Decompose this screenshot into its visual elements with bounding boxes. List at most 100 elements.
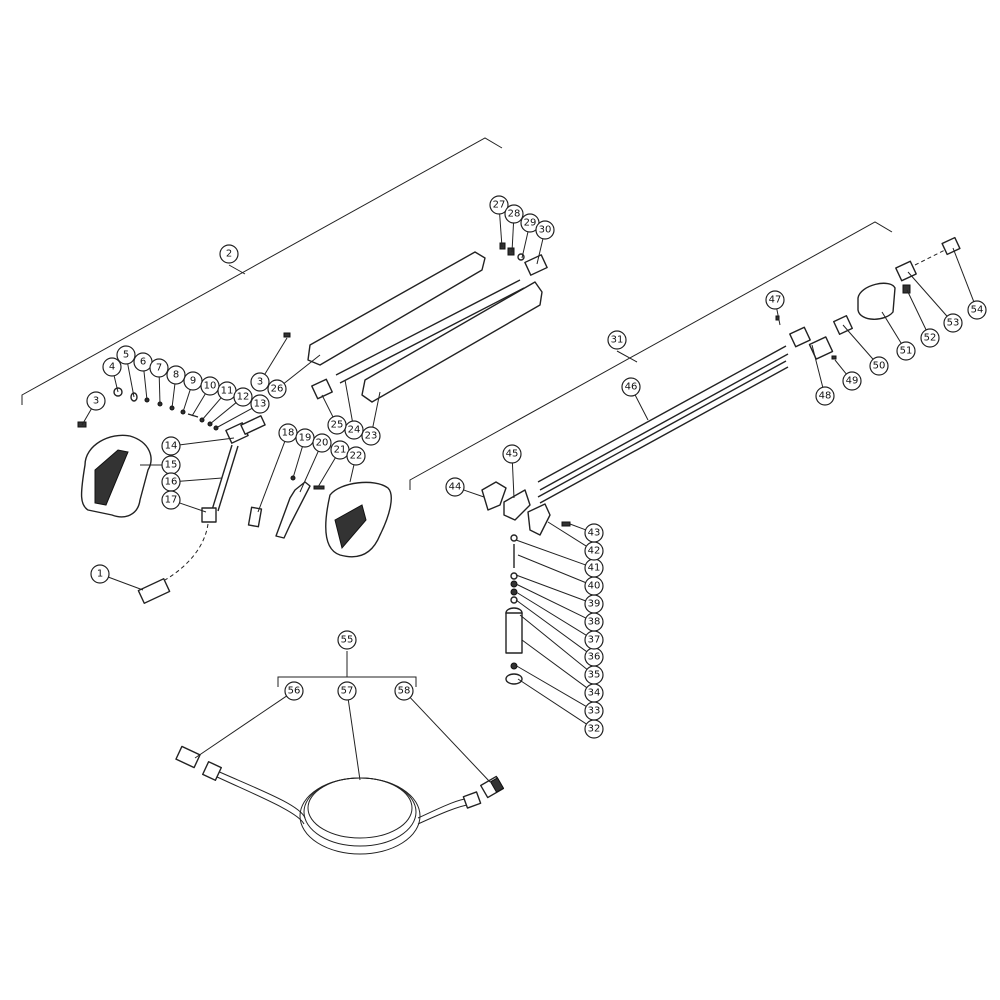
callout-3: 3 xyxy=(250,372,270,392)
leader-line-3 xyxy=(264,337,288,375)
callout-36: 36 xyxy=(584,647,604,667)
callout-number: 37 xyxy=(588,635,601,646)
callout-50: 50 xyxy=(869,356,889,376)
callout-35: 35 xyxy=(584,665,604,685)
callout-13: 13 xyxy=(250,394,270,414)
leader-line-3 xyxy=(81,408,92,426)
leader-line-33 xyxy=(514,664,587,707)
leader-line-14 xyxy=(179,437,235,446)
callout-number: 22 xyxy=(350,451,363,462)
gun-housing xyxy=(307,242,548,403)
leader-line-16 xyxy=(179,477,223,482)
callout-2: 2 xyxy=(219,244,239,264)
callout-25: 25 xyxy=(327,415,347,435)
leader-line-21 xyxy=(317,457,336,488)
callout-47: 47 xyxy=(765,290,785,310)
callout-16: 16 xyxy=(161,472,181,492)
callout-number: 48 xyxy=(819,391,832,402)
callout-number: 2 xyxy=(226,249,232,260)
bracket-group-31 xyxy=(409,221,893,490)
callout-number: 8 xyxy=(173,370,179,381)
leader-line-41 xyxy=(515,539,586,566)
leader-line-32 xyxy=(517,678,587,725)
leader-line-58 xyxy=(409,697,491,783)
callout-number: 3 xyxy=(93,396,99,407)
callout-number: 16 xyxy=(165,477,178,488)
callout-44: 44 xyxy=(445,477,465,497)
callout-19: 19 xyxy=(295,428,315,448)
callout-number: 15 xyxy=(165,460,178,471)
leader-line-42 xyxy=(547,521,587,547)
leader-line-36 xyxy=(515,599,588,653)
callout-8: 8 xyxy=(166,365,186,385)
leader-line-12 xyxy=(209,402,237,425)
callout-24: 24 xyxy=(344,420,364,440)
callout-49: 49 xyxy=(842,371,862,391)
callout-number: 20 xyxy=(316,438,329,449)
leader-line-39 xyxy=(515,574,586,602)
callout-42: 42 xyxy=(584,541,604,561)
callout-number: 54 xyxy=(971,305,984,316)
callout-number: 13 xyxy=(254,399,267,410)
leader-line-19 xyxy=(292,446,303,479)
callout-56: 56 xyxy=(284,681,304,701)
leader-line-13 xyxy=(215,407,253,429)
leader-line-49 xyxy=(834,359,847,375)
callout-number: 11 xyxy=(221,386,234,397)
callout-number: 41 xyxy=(588,563,601,574)
callout-9: 9 xyxy=(183,371,203,391)
callout-number: 9 xyxy=(190,376,196,387)
callout-number: 18 xyxy=(282,428,295,439)
leader-line-52 xyxy=(906,289,927,331)
callout-33: 33 xyxy=(584,701,604,721)
leader-line-37 xyxy=(515,591,587,636)
leader-line-56 xyxy=(194,695,287,759)
callout-number: 3 xyxy=(257,377,263,388)
callout-18: 18 xyxy=(278,423,298,443)
callout-number: 30 xyxy=(539,225,552,236)
callout-number: 10 xyxy=(204,381,217,392)
leader-line-51 xyxy=(881,311,902,344)
callout-number: 45 xyxy=(506,449,519,460)
callout-12: 12 xyxy=(233,387,253,407)
callout-number: 29 xyxy=(524,218,537,229)
callout-17: 17 xyxy=(161,490,181,510)
callout-4: 4 xyxy=(102,357,122,377)
callout-46: 46 xyxy=(621,377,641,397)
leader-line-38 xyxy=(515,583,587,619)
callout-29: 29 xyxy=(520,213,540,233)
leader-line-26 xyxy=(283,354,321,384)
leader-line-11 xyxy=(201,397,222,421)
callout-number: 43 xyxy=(588,528,601,539)
callout-number: 33 xyxy=(588,706,601,717)
callout-38: 38 xyxy=(584,612,604,632)
callout-57: 57 xyxy=(337,681,357,701)
callout-15: 15 xyxy=(161,455,181,475)
callout-32: 32 xyxy=(584,719,604,739)
callout-number: 52 xyxy=(924,333,937,344)
callout-51: 51 xyxy=(896,341,916,361)
leader-line-45 xyxy=(511,462,515,499)
callout-3: 3 xyxy=(86,391,106,411)
leader-line-40 xyxy=(517,554,586,584)
callout-number: 4 xyxy=(109,362,115,373)
callout-number: 56 xyxy=(288,686,301,697)
callout-26: 26 xyxy=(267,379,287,399)
leader-line-54 xyxy=(952,247,975,302)
callout-55: 55 xyxy=(337,630,357,650)
callout-number: 14 xyxy=(165,441,178,452)
leader-line-53 xyxy=(907,271,948,317)
callout-number: 51 xyxy=(900,346,913,357)
leader-line-18 xyxy=(257,441,286,513)
leader-line-20 xyxy=(299,451,319,493)
callout-number: 1 xyxy=(97,569,103,580)
leader-line-6 xyxy=(143,370,148,401)
callout-45: 45 xyxy=(502,444,522,464)
callout-number: 38 xyxy=(588,617,601,628)
leader-line-1 xyxy=(108,576,144,591)
callout-number: 21 xyxy=(334,445,347,456)
callout-37: 37 xyxy=(584,630,604,650)
callout-31: 31 xyxy=(607,330,627,350)
callout-11: 11 xyxy=(217,381,237,401)
